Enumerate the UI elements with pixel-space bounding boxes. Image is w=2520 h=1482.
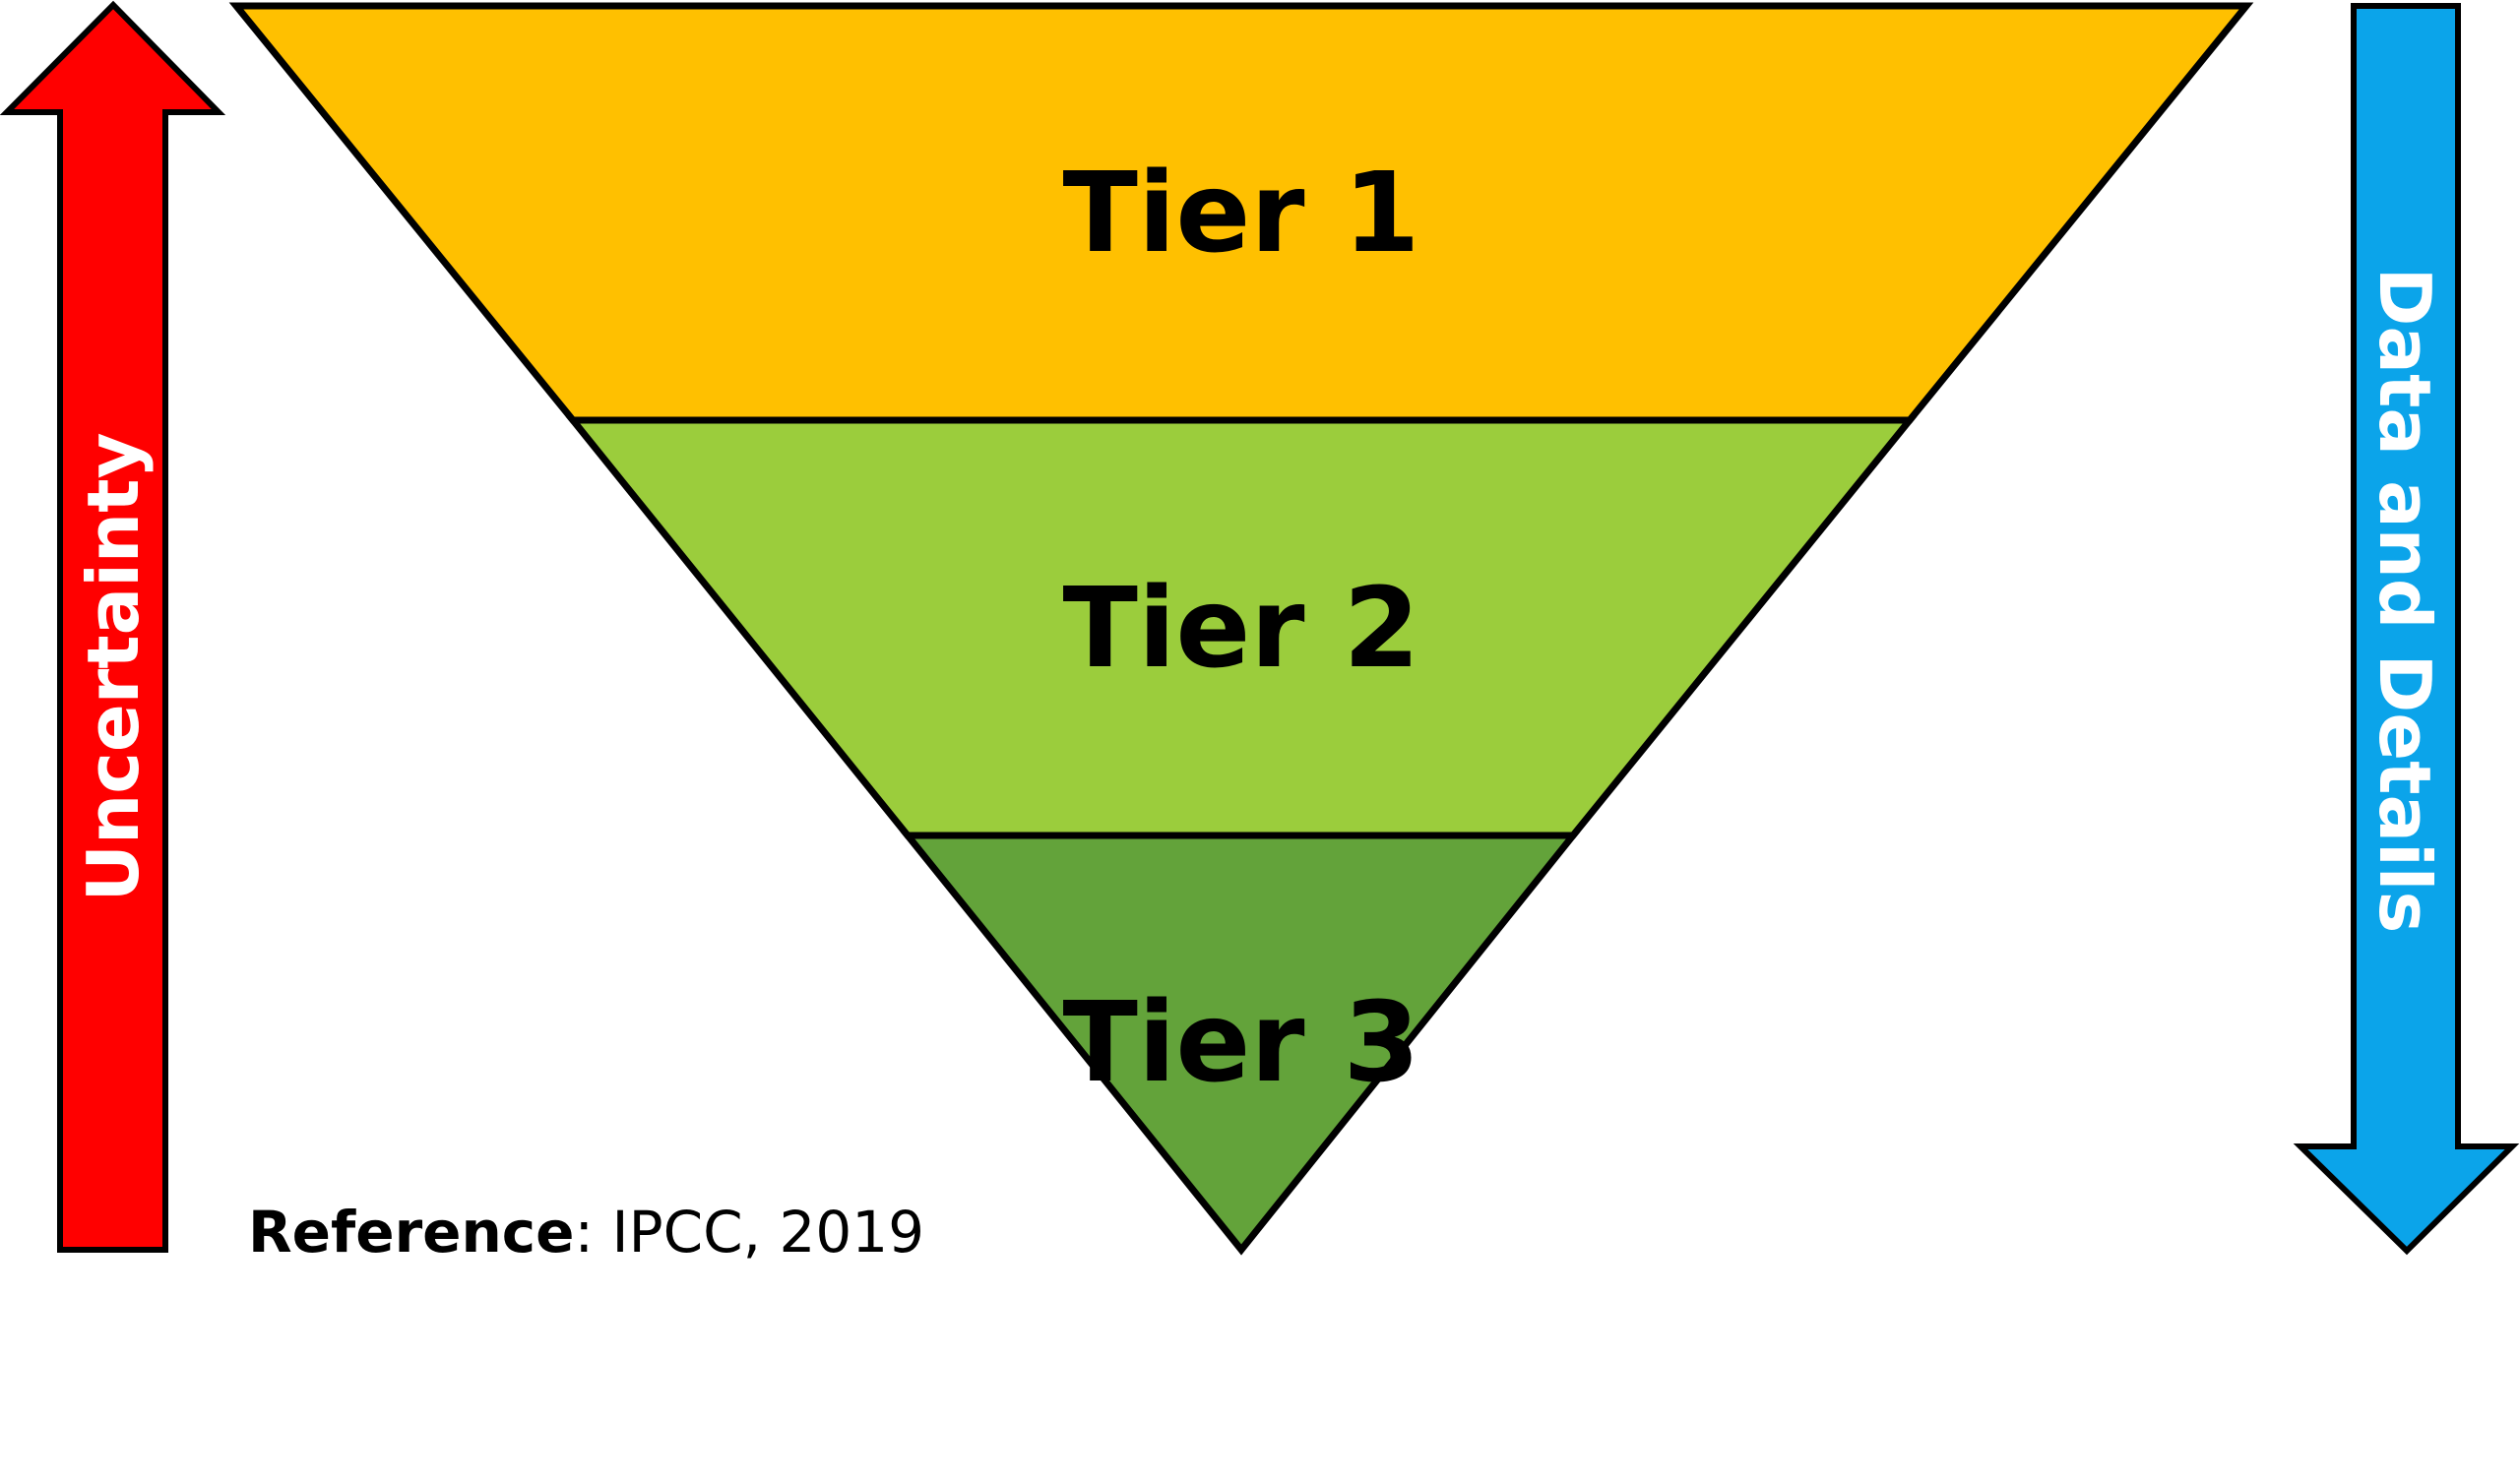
tier-3-band [900,832,1581,1256]
reference-separator: : [575,1199,595,1266]
uncertainty-arrow: Uncertainty [0,0,226,1253]
tier-2-label: Tier 2 [1063,565,1420,693]
arrow-up-icon [0,0,226,1253]
tier-pyramid: Tier 1 Tier 2 Tier 3 [228,2,2254,1256]
data-details-label: Data and Details [2363,268,2446,934]
tier-1-label: Tier 1 [1063,150,1420,278]
arrow-down-icon [2293,3,2520,1256]
reference-label: Reference [248,1199,575,1266]
uncertainty-label: Uncertainty [72,432,155,901]
tier-3-label: Tier 3 [1063,979,1420,1107]
reference-note: Reference: IPCC, 2019 [248,1199,924,1266]
reference-citation: IPCC, 2019 [594,1199,924,1266]
data-details-arrow: Data and Details [2293,3,2520,1256]
